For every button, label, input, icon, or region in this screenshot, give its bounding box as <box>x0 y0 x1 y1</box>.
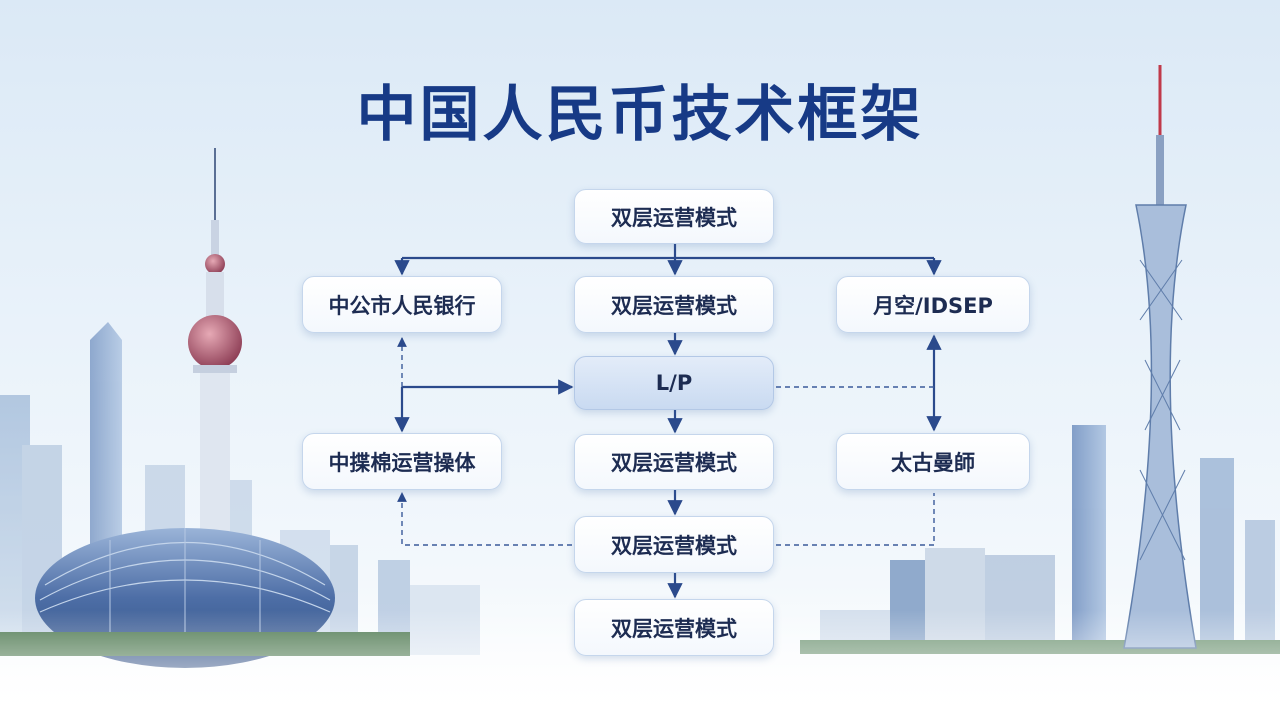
node-mid4[interactable]: 双层运营模式 <box>574 599 774 656</box>
dashed-right-loop <box>776 493 935 546</box>
node-mid2[interactable]: 双层运营模式 <box>574 434 774 490</box>
dashed-left-loop <box>397 492 572 546</box>
node-right1[interactable]: 月空/IDSEP <box>836 276 1030 333</box>
node-left2[interactable]: 中揲棉运营操体 <box>302 433 502 490</box>
diagram-title: 中国人民币技术框架 <box>356 80 924 150</box>
node-mid1[interactable]: 双层运营模式 <box>574 276 774 333</box>
pearl-tower-illustration <box>188 148 242 540</box>
node-top[interactable]: 双层运营模式 <box>574 189 774 244</box>
node-right2[interactable]: 太古曼師 <box>836 433 1030 490</box>
node-left1[interactable]: 中公市人民银行 <box>302 276 502 333</box>
node-center[interactable]: L/P <box>574 356 774 410</box>
node-mid3[interactable]: 双层运营模式 <box>574 516 774 573</box>
